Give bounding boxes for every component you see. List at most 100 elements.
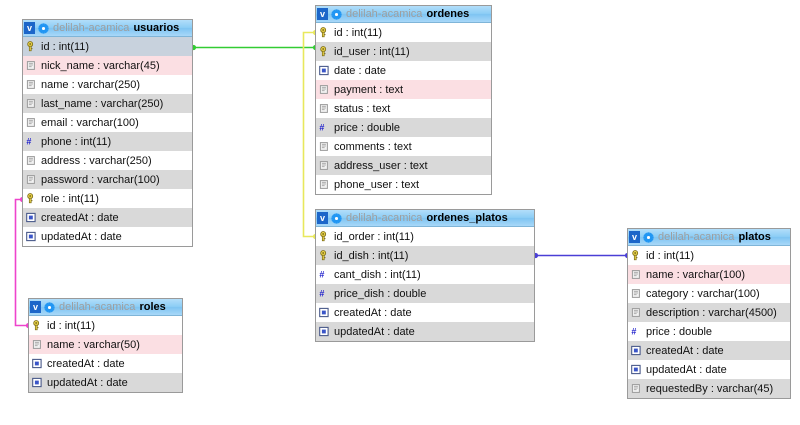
text-icon <box>631 289 640 298</box>
num-icon: # <box>319 270 324 280</box>
column-label: updatedAt : date <box>47 376 128 389</box>
date-icon <box>319 65 329 76</box>
column-row[interactable]: comments : text <box>316 137 491 156</box>
column-row[interactable]: role : int(11) <box>23 189 192 208</box>
text-icon <box>319 142 328 151</box>
column-row[interactable]: name : varchar(100) <box>628 265 790 284</box>
key-icon <box>27 41 34 52</box>
column-row[interactable]: # price : double <box>316 118 491 137</box>
column-row[interactable]: id_user : int(11) <box>316 42 491 61</box>
column-label: name : varchar(100) <box>646 268 746 281</box>
column-row[interactable]: phone_user : text <box>316 175 491 194</box>
column-row[interactable]: id_dish : int(11) <box>316 246 534 265</box>
num-icon: # <box>631 327 636 337</box>
column-row[interactable]: createdAt : date <box>23 208 192 227</box>
column-row[interactable]: updatedAt : date <box>29 373 182 392</box>
text-icon <box>631 308 640 317</box>
text-icon <box>26 156 35 165</box>
column-row[interactable]: #price : double <box>628 322 790 341</box>
column-row[interactable]: #cant_dish : int(11) <box>316 265 534 284</box>
column-row[interactable]: address : varchar(250) <box>23 151 192 170</box>
column-label: address : varchar(250) <box>41 154 152 167</box>
view-badge-icon: v <box>317 8 328 20</box>
schema-label: delilah-acamica <box>346 8 423 20</box>
date-icon <box>26 231 36 242</box>
date-icon <box>319 326 329 337</box>
column-row[interactable]: # phone : int(11) <box>23 132 192 151</box>
column-row[interactable]: nick_name : varchar(45) <box>23 56 192 75</box>
num-icon: # <box>319 289 324 299</box>
column-label: id_dish : int(11) <box>334 249 409 262</box>
schema-label: delilah-acamica <box>53 22 130 34</box>
column-row[interactable]: address_user : text <box>316 156 491 175</box>
column-row[interactable]: requestedBy : varchar(45) <box>628 379 790 398</box>
column-row[interactable]: #price_dish : double <box>316 284 534 303</box>
schema-label: delilah-acamica <box>658 231 735 243</box>
table-name-label: ordenes_platos <box>426 212 508 224</box>
date-icon <box>631 345 641 356</box>
rel-ordenes-ordenes_platos[interactable] <box>302 31 316 238</box>
column-row[interactable]: description : varchar(4500) <box>628 303 790 322</box>
column-row[interactable]: last_name : varchar(250) <box>23 94 192 113</box>
column-row[interactable]: date : date <box>316 61 491 80</box>
num-icon: # <box>319 123 324 133</box>
gear-icon <box>643 231 654 243</box>
column-label: requestedBy : varchar(45) <box>646 382 774 395</box>
column-label: comments : text <box>334 140 412 153</box>
key-icon <box>320 250 327 261</box>
text-icon <box>26 118 35 127</box>
column-row[interactable]: id_order : int(11) <box>316 227 534 246</box>
column-row[interactable]: name : varchar(50) <box>29 335 182 354</box>
column-label: name : varchar(50) <box>47 338 140 351</box>
text-icon <box>319 104 328 113</box>
column-label: createdAt : date <box>41 211 119 224</box>
column-row[interactable]: updatedAt : date <box>316 322 534 341</box>
column-list: id : int(11)nick_name : varchar(45)name … <box>23 37 192 246</box>
num-icon: # <box>26 137 31 147</box>
column-label: phone : int(11) <box>41 135 112 148</box>
column-row[interactable]: status : text <box>316 99 491 118</box>
column-row[interactable]: payment : text <box>316 80 491 99</box>
column-list: id : int(11)id_user : int(11) date : date… <box>316 23 491 194</box>
column-row[interactable]: updatedAt : date <box>23 227 192 246</box>
key-icon <box>27 193 34 204</box>
column-label: price : double <box>334 121 401 134</box>
column-row[interactable]: id : int(11) <box>29 316 182 335</box>
view-badge-icon: v <box>30 301 41 313</box>
column-row[interactable]: id : int(11) <box>628 246 790 265</box>
column-label: last_name : varchar(250) <box>41 97 164 110</box>
column-label: createdAt : date <box>47 357 125 370</box>
column-row[interactable]: createdAt : date <box>316 303 534 322</box>
text-icon <box>319 85 328 94</box>
key-icon <box>33 320 40 331</box>
column-row[interactable]: id : int(11) <box>316 23 491 42</box>
gear-icon <box>38 22 49 34</box>
column-label: phone_user : text <box>334 178 420 191</box>
gear-icon <box>331 212 342 224</box>
svg-text:#: # <box>319 270 324 280</box>
column-label: address_user : text <box>334 159 428 172</box>
date-icon <box>631 364 641 375</box>
key-icon <box>632 250 639 261</box>
column-row[interactable]: createdAt : date <box>628 341 790 360</box>
column-row[interactable]: password : varchar(100) <box>23 170 192 189</box>
column-row[interactable]: email : varchar(100) <box>23 113 192 132</box>
schema-label: delilah-acamica <box>59 301 136 313</box>
column-label: date : date <box>334 64 386 77</box>
column-row[interactable]: updatedAt : date <box>628 360 790 379</box>
column-row[interactable]: category : varchar(100) <box>628 284 790 303</box>
column-row[interactable]: name : varchar(250) <box>23 75 192 94</box>
column-row[interactable]: createdAt : date <box>29 354 182 373</box>
column-row[interactable]: id : int(11) <box>23 37 192 56</box>
